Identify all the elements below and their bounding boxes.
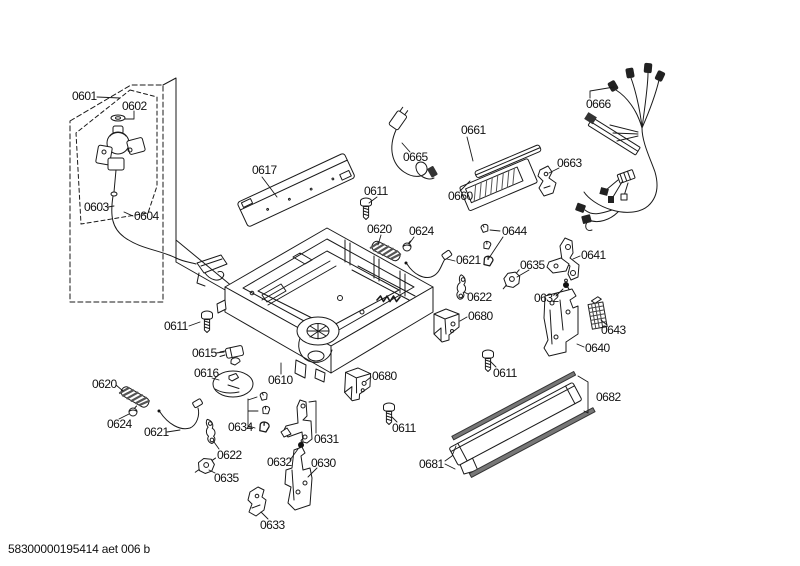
mounting-plate-0630: [284, 446, 313, 511]
mounting-plate-0640: [543, 288, 579, 357]
cover-panel-0617: [237, 153, 355, 227]
part-0615: [219, 345, 244, 366]
cables-0621: [157, 249, 453, 430]
part-label-0682: 0682: [596, 390, 621, 404]
part-label-0611-a: 0611: [364, 184, 388, 198]
part-label-0634: 0634: [228, 420, 253, 434]
hinge-lever-0631: [280, 399, 313, 444]
control-module-0660: [459, 158, 538, 211]
part-label-0604: 0604: [134, 209, 159, 223]
part-label-0643: 0643: [601, 323, 626, 337]
disc-0616: [212, 370, 254, 398]
part-label-0680-b: 0680: [372, 369, 397, 383]
clip-set-0634: [258, 391, 271, 434]
part-label-0633: 0633: [260, 518, 285, 532]
part-label-0640: 0640: [585, 341, 610, 355]
part-label-0663: 0663: [557, 156, 582, 170]
valve-detail-box-0601: [69, 84, 228, 303]
strip-0661: [474, 144, 542, 178]
base-assembly-0610: [216, 227, 434, 383]
part-label-0611-c: 0611: [392, 421, 416, 435]
document-number: 58300000195414 aet 006 b: [8, 542, 151, 556]
part-label-0622-a: 0622: [467, 290, 492, 304]
part-label-0635-b: 0635: [214, 471, 239, 485]
part-label-0624-a: 0624: [409, 224, 434, 238]
part-label-0616: 0616: [194, 366, 219, 380]
part-label-0632-b: 0632: [267, 455, 292, 469]
leader-lines: [96, 86, 615, 520]
part-label-0630: 0630: [311, 456, 336, 470]
part-label-0641: 0641: [581, 248, 606, 262]
callout-lines: [162, 77, 235, 296]
part-label-0666: 0666: [586, 97, 611, 111]
part-label-0644: 0644: [502, 224, 527, 238]
part-label-0632-a: 0632: [534, 291, 559, 305]
part-label-0615: 0615: [192, 346, 217, 360]
part-label-0680-a: 0680: [468, 309, 493, 323]
hinge-lever-0641: [546, 237, 580, 281]
part-label-0660: 0660: [448, 189, 473, 203]
part-label-0610: 0610: [268, 373, 293, 387]
part-label-0617: 0617: [252, 163, 277, 177]
part-label-0601: 0601: [72, 89, 97, 103]
bracket-0633: [247, 486, 267, 517]
part-label-0621-b: 0621: [144, 425, 169, 439]
bracket-0663: [537, 165, 557, 197]
part-label-0622-b: 0622: [217, 448, 242, 462]
part-label-0603: 0603: [84, 200, 109, 214]
vent-grid-0643: [587, 296, 608, 330]
part-label-0635-a: 0635: [520, 258, 545, 272]
part-label-0602: 0602: [122, 99, 147, 113]
part-label-0665: 0665: [403, 150, 428, 164]
cable-harness-0666: [575, 62, 666, 231]
part-label-0620-a: 0620: [367, 222, 392, 236]
power-cord-0665: [388, 106, 438, 180]
part-label-0620-b: 0620: [92, 377, 117, 391]
part-label-0661: 0661: [461, 123, 486, 137]
plinth-assembly-0681-0682: [449, 371, 596, 478]
part-label-0631: 0631: [314, 432, 339, 446]
part-label-0611-b: 0611: [164, 319, 188, 333]
part-label-0621-a: 0621: [456, 253, 481, 267]
part-label-0681: 0681: [419, 457, 444, 471]
part-label-0624-b: 0624: [107, 417, 132, 431]
part-label-0611-d: 0611: [493, 366, 517, 380]
